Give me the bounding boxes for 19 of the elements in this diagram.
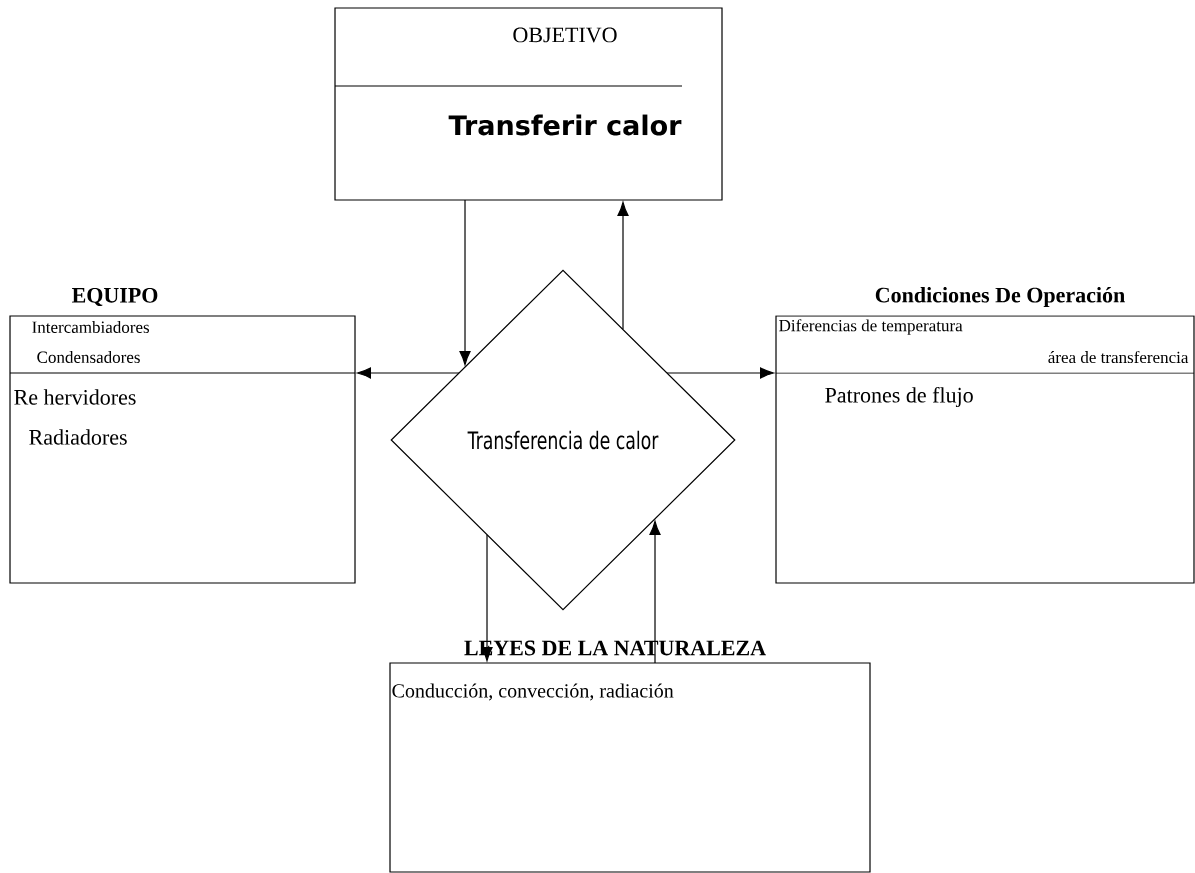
item-text: Re hervidores (14, 389, 136, 405)
title-text: Transferir calor (448, 114, 682, 136)
heading: Condiciones De Operación (875, 287, 1125, 307)
item-text: Condensadores (37, 351, 140, 363)
item-text: Diferencias de temperatura (779, 319, 963, 335)
arrow (459, 199, 471, 366)
arrow (356, 367, 460, 379)
item-text: Intercambiadores (32, 321, 149, 333)
item-text: Conducción, convección, radiación (392, 683, 674, 701)
arrow (666, 367, 775, 379)
heading: EQUIPO (72, 287, 158, 307)
heading: OBJETIVO (513, 27, 617, 43)
item-text: Radiadores (29, 429, 127, 445)
arrow (481, 534, 493, 662)
item-text: Patrones de flujo (825, 386, 973, 408)
arrow (617, 201, 629, 330)
arrow (649, 520, 661, 664)
diamond-label: Transferencia de calor (467, 430, 659, 450)
item-text: área de transferencia (1048, 350, 1189, 364)
